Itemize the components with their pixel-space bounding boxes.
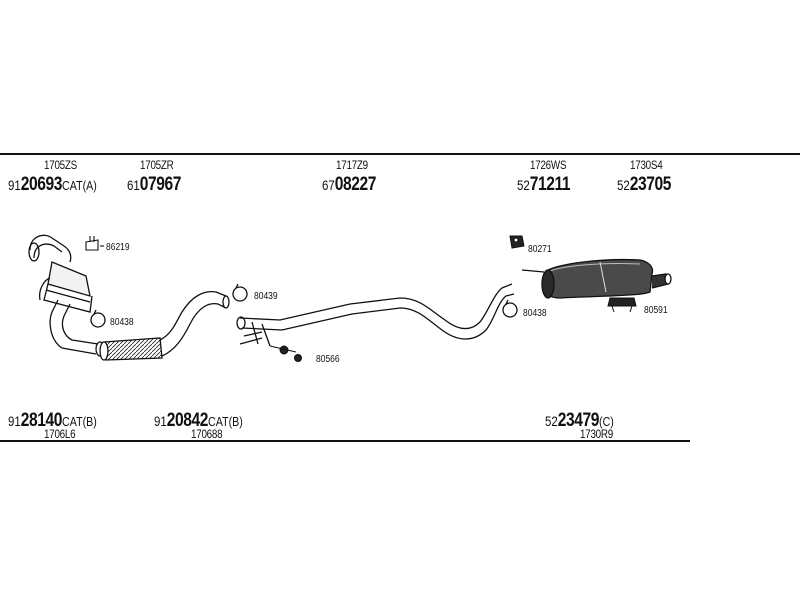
bottom-part-2-suffix: CAT(B) xyxy=(208,414,243,429)
bottom-part-3-number[interactable]: 5223479(C) xyxy=(545,410,614,432)
bottom-part-2-prefix: 91 xyxy=(154,413,167,429)
clamp-80438-right-icon[interactable] xyxy=(502,299,518,318)
bottom-part-2-code: 170688 xyxy=(191,427,223,441)
bottom-part-3-main: 23479 xyxy=(557,410,600,431)
clamp-86219-icon[interactable] xyxy=(85,236,104,251)
bottom-part-1-suffix: CAT(B) xyxy=(62,414,97,429)
rubber-80591-icon[interactable] xyxy=(607,297,637,313)
top-part-1-code: 1705ZS xyxy=(44,158,77,172)
bottom-rule xyxy=(0,440,690,442)
callout-80566: 80566 xyxy=(316,354,340,365)
top-part-4-main: 71211 xyxy=(529,174,571,195)
top-part-4-prefix: 52 xyxy=(517,177,530,193)
top-part-1-number[interactable]: 9120693CAT(A) xyxy=(8,174,97,196)
bottom-part-3-prefix: 52 xyxy=(545,413,558,429)
top-part-2-code: 1705ZR xyxy=(140,158,174,172)
rear-silencer[interactable] xyxy=(521,258,672,299)
middle-pipe[interactable] xyxy=(236,283,515,347)
clamp-80439-icon[interactable] xyxy=(232,283,248,302)
bottom-part-1-code: 1706L6 xyxy=(44,427,76,441)
top-part-2-number[interactable]: 6107967 xyxy=(127,174,181,196)
top-part-4-number[interactable]: 5271211 xyxy=(517,174,571,196)
callout-80439: 80439 xyxy=(254,291,278,302)
bottom-part-2-main: 20842 xyxy=(166,410,209,431)
top-part-3-prefix: 67 xyxy=(322,177,335,193)
callout-80438-left: 80438 xyxy=(110,317,134,328)
top-part-5-main: 23705 xyxy=(629,174,672,195)
bottom-part-3-code: 1730R9 xyxy=(580,427,614,441)
top-rule xyxy=(0,153,800,155)
rubber-80271-icon[interactable] xyxy=(509,235,525,249)
flex-pipe-section[interactable] xyxy=(99,290,230,361)
callout-80438-right: 80438 xyxy=(523,308,547,319)
top-part-4-code: 1726WS xyxy=(530,158,567,172)
top-part-2-main: 07967 xyxy=(139,174,182,195)
clamp-80438-left-icon[interactable] xyxy=(90,309,106,328)
top-part-5-prefix: 52 xyxy=(617,177,630,193)
top-part-3-main: 08227 xyxy=(334,174,377,195)
top-part-5-number[interactable]: 5223705 xyxy=(617,174,671,196)
top-part-1-main: 20693 xyxy=(20,174,63,195)
bottom-part-2-number[interactable]: 9120842CAT(B) xyxy=(154,410,243,432)
top-part-2-prefix: 61 xyxy=(127,177,140,193)
bottom-part-3-suffix: (C) xyxy=(599,414,614,429)
callout-80591: 80591 xyxy=(644,305,668,316)
catalytic-converter-front-pipe[interactable] xyxy=(28,234,105,357)
callout-80271: 80271 xyxy=(528,244,552,255)
bottom-part-1-prefix: 91 xyxy=(8,413,21,429)
bottom-part-1-main: 28140 xyxy=(20,410,63,431)
bolt-80566-icon[interactable] xyxy=(269,345,302,362)
callout-86219: 86219 xyxy=(106,242,130,253)
top-part-3-number[interactable]: 6708227 xyxy=(322,174,376,196)
top-part-5-code: 1730S4 xyxy=(630,158,663,172)
top-part-1-suffix: CAT(A) xyxy=(62,178,97,193)
bottom-part-1-number[interactable]: 9128140CAT(B) xyxy=(8,410,97,432)
top-part-1-prefix: 91 xyxy=(8,177,21,193)
top-part-3-code: 1717Z9 xyxy=(336,158,368,172)
